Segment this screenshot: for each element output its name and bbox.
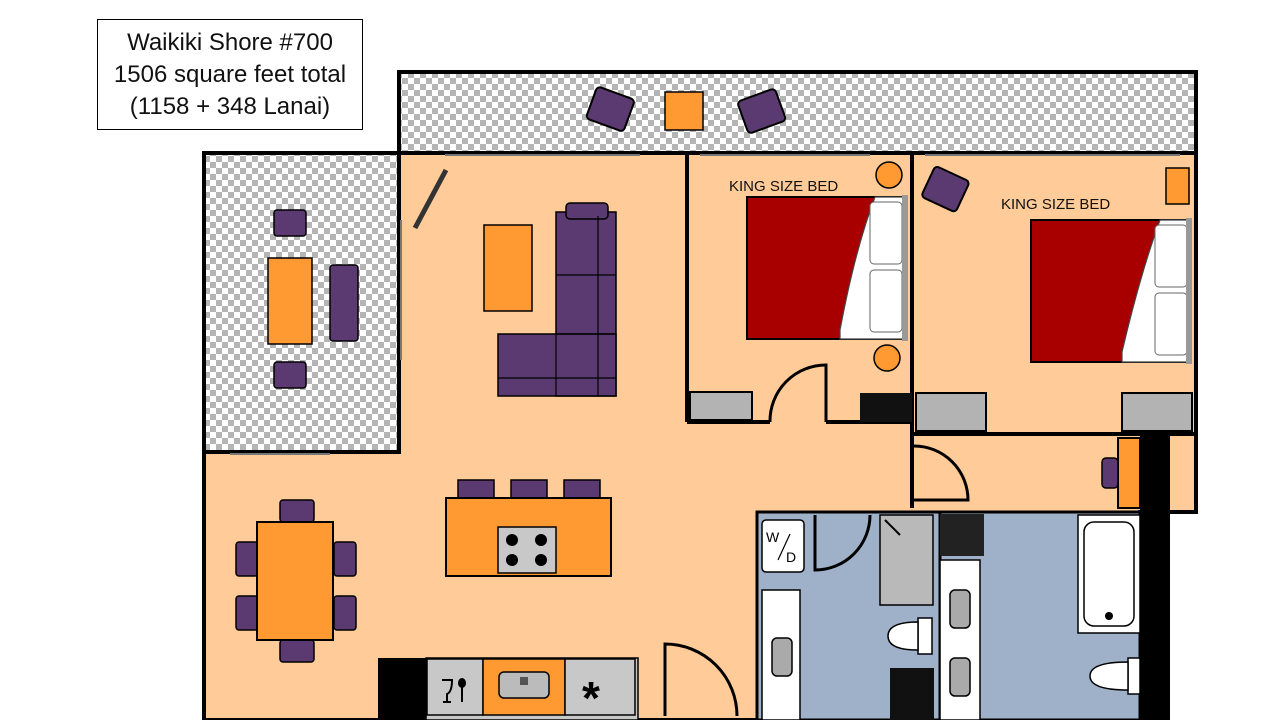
door-laundry xyxy=(813,514,872,572)
door-bedroom1 xyxy=(768,363,828,423)
wd-top: W xyxy=(766,529,780,545)
kitchen-counter: * xyxy=(378,657,639,720)
lanai-chair-right xyxy=(737,88,787,134)
stove-icon xyxy=(497,526,557,574)
title-box: Waikiki Shore #700 1506 square feet tota… xyxy=(97,19,363,130)
lanai-table xyxy=(267,257,313,345)
wd-bottom: D xyxy=(786,549,796,565)
bathtub-icon xyxy=(1077,514,1141,634)
master-toilet xyxy=(1089,657,1141,695)
king-bed-1 xyxy=(746,195,908,341)
toilet-icon xyxy=(887,617,933,655)
title-line-3: (1158 + 348 Lanai) xyxy=(129,92,331,120)
bedroom1-bed-label: KING SIZE BED xyxy=(729,178,838,195)
nightstand-1b xyxy=(873,344,901,372)
lanai-side-table xyxy=(664,91,704,131)
nightstand-1a xyxy=(875,161,903,189)
title-line-2: 1506 square feet total xyxy=(113,60,347,88)
closet-bed2-left xyxy=(915,392,987,432)
kitchen-island xyxy=(445,479,612,577)
door-entry xyxy=(663,642,739,717)
bedroom2-chair xyxy=(921,165,970,213)
king-bed-2 xyxy=(1030,218,1192,364)
dining-set xyxy=(235,499,357,663)
closet-bed1 xyxy=(689,391,753,421)
sectional-sofa xyxy=(497,202,617,397)
coffee-table xyxy=(483,224,533,312)
door-bedroom2 xyxy=(913,444,970,502)
spoon-icon xyxy=(458,678,466,688)
title-line-1: Waikiki Shore #700 xyxy=(127,28,333,56)
wine-glass-icon xyxy=(442,679,454,703)
closet-bed2-right xyxy=(1121,392,1193,432)
top-lanai xyxy=(397,70,1198,155)
shower xyxy=(879,514,934,606)
asterisk-icon: * xyxy=(582,672,600,720)
bedroom2-bed-label: KING SIZE BED xyxy=(1001,196,1110,213)
lanai-bench xyxy=(329,264,359,342)
washer-dryer xyxy=(761,519,805,573)
bedroom2-dresser xyxy=(1165,167,1190,205)
vanity-center xyxy=(939,559,981,720)
lanai-chair-left xyxy=(585,86,635,132)
exterior-wall-right xyxy=(1140,434,1170,720)
